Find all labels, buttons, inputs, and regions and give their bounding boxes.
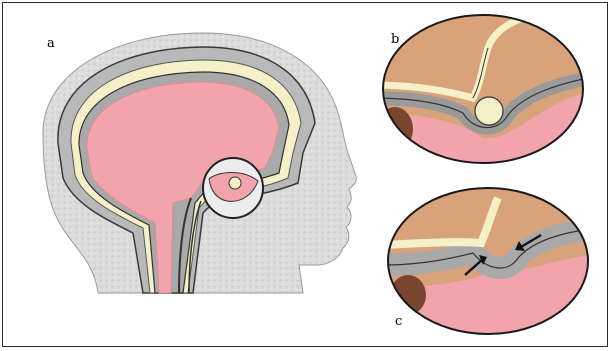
panel-label-c: c xyxy=(395,314,402,329)
panel-label-a: a xyxy=(47,36,55,51)
figure-svg: a b xyxy=(3,3,609,348)
magnified-view-c xyxy=(383,183,603,343)
panel-label-b: b xyxy=(391,32,399,47)
magnified-view-b xyxy=(373,8,603,178)
head-sagittal-section xyxy=(43,33,356,293)
figure-frame: a b xyxy=(2,2,608,347)
